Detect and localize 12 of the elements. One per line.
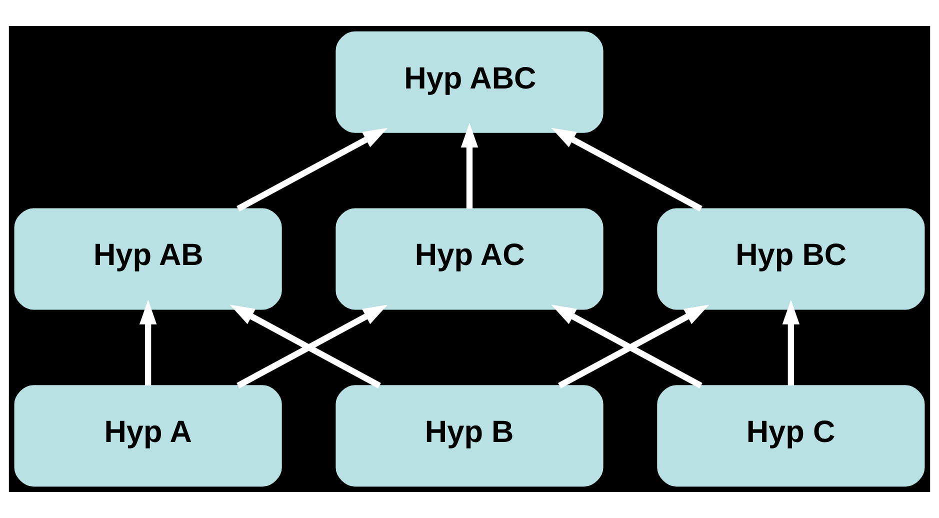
node-box: Hyp ABC [336, 31, 604, 133]
node-box: Hyp AB [14, 208, 282, 310]
node-box: Hyp B [336, 385, 604, 487]
arrow [460, 122, 478, 209]
arrow [782, 300, 800, 386]
arrow [236, 128, 388, 212]
node-box: Hyp A [14, 385, 282, 487]
node-box: Hyp BC [657, 208, 925, 310]
node-box: Hyp C [657, 385, 925, 487]
arrow [139, 300, 157, 386]
node-box: Hyp AC [336, 208, 604, 310]
arrow [551, 128, 702, 212]
